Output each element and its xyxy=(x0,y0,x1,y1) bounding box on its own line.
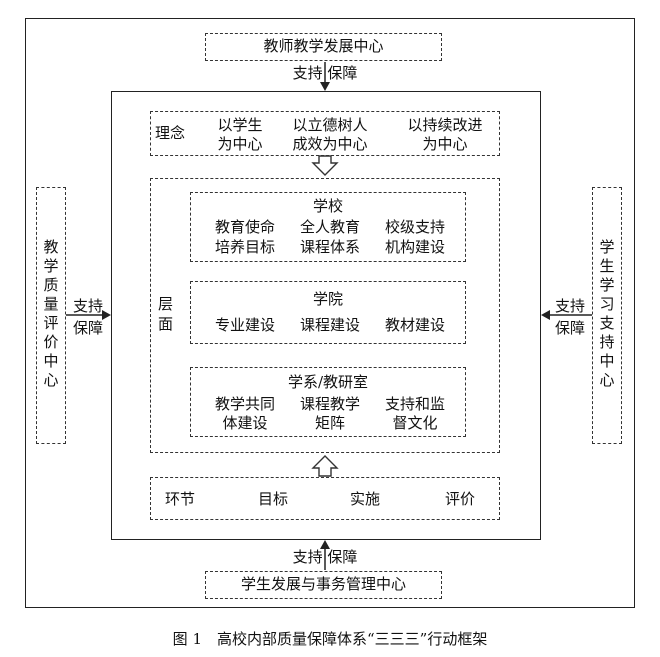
student-affairs-center-box xyxy=(205,571,442,599)
school-title: 学校 xyxy=(312,197,343,215)
department-title: 学系/教研室 xyxy=(287,373,369,391)
dept-item-3-line1: 支持和监 xyxy=(384,395,445,413)
levels-box xyxy=(150,178,500,453)
concept-item-1-line2: 为中心 xyxy=(217,135,263,153)
concept-item-1-line1: 以学生 xyxy=(217,116,263,134)
college-item-2: 课程建设 xyxy=(299,316,360,334)
school-box xyxy=(190,192,466,262)
department-box xyxy=(190,367,466,437)
school-r2-c2: 课程体系 xyxy=(299,238,360,256)
support-left-line2: 保障 xyxy=(72,319,103,337)
links-box xyxy=(150,477,500,520)
dept-item-2-line1: 课程教学 xyxy=(299,395,360,413)
link-item-1: 环节 xyxy=(164,490,195,508)
support-left-line1: 支持 xyxy=(72,297,103,315)
learning-support-center-label: 学生学习支持中心 xyxy=(599,238,615,389)
dept-item-1-line1: 教学共同 xyxy=(214,395,275,413)
concept-item-2-line2: 成效为中心 xyxy=(292,135,368,153)
levels-label-2: 面 xyxy=(158,315,174,333)
link-item-4: 评价 xyxy=(444,490,475,508)
learning-support-center-box xyxy=(592,187,622,444)
inner-frame xyxy=(111,91,541,540)
teacher-center-label: 教师教学发展中心 xyxy=(263,37,384,55)
dept-item-3-line2: 督文化 xyxy=(392,414,438,432)
evaluation-center-box xyxy=(36,187,66,444)
college-box xyxy=(190,281,466,344)
concept-item-3-line2: 为中心 xyxy=(422,135,468,153)
school-r1-c2: 全人教育 xyxy=(299,218,360,236)
support-right-line2: 保障 xyxy=(554,319,585,337)
school-r1-c3: 校级支持 xyxy=(384,218,445,236)
support-top-label: 支持 保障 xyxy=(292,64,358,82)
concept-label: 理念 xyxy=(155,124,186,142)
levels-label-1: 层 xyxy=(158,295,174,313)
dept-item-1-line2: 体建设 xyxy=(222,414,268,432)
teacher-center-box xyxy=(205,33,442,61)
school-r2-c3: 机构建设 xyxy=(384,238,445,256)
concept-item-3-line1: 以持续改进 xyxy=(407,116,483,134)
college-item-3: 教材建设 xyxy=(384,316,445,334)
evaluation-center-label: 教学质量评价中心 xyxy=(43,238,59,389)
link-item-3: 实施 xyxy=(349,490,380,508)
support-bottom-label: 支持 保障 xyxy=(292,548,358,566)
college-item-1: 专业建设 xyxy=(214,316,275,334)
outer-frame xyxy=(25,18,635,608)
figure-caption: 图 1 高校内部质量保障体系“三三三”行动框架 xyxy=(172,630,488,648)
school-r1-c1: 教育使命 xyxy=(214,218,275,236)
school-r2-c1: 培养目标 xyxy=(214,238,275,256)
link-item-2: 目标 xyxy=(257,490,288,508)
college-title: 学院 xyxy=(312,290,343,308)
support-right-line1: 支持 xyxy=(554,297,585,315)
concept-item-2-line1: 以立德树人 xyxy=(292,116,368,134)
student-affairs-center-label: 学生发展与事务管理中心 xyxy=(240,575,406,593)
dept-item-2-line2: 矩阵 xyxy=(314,414,345,432)
